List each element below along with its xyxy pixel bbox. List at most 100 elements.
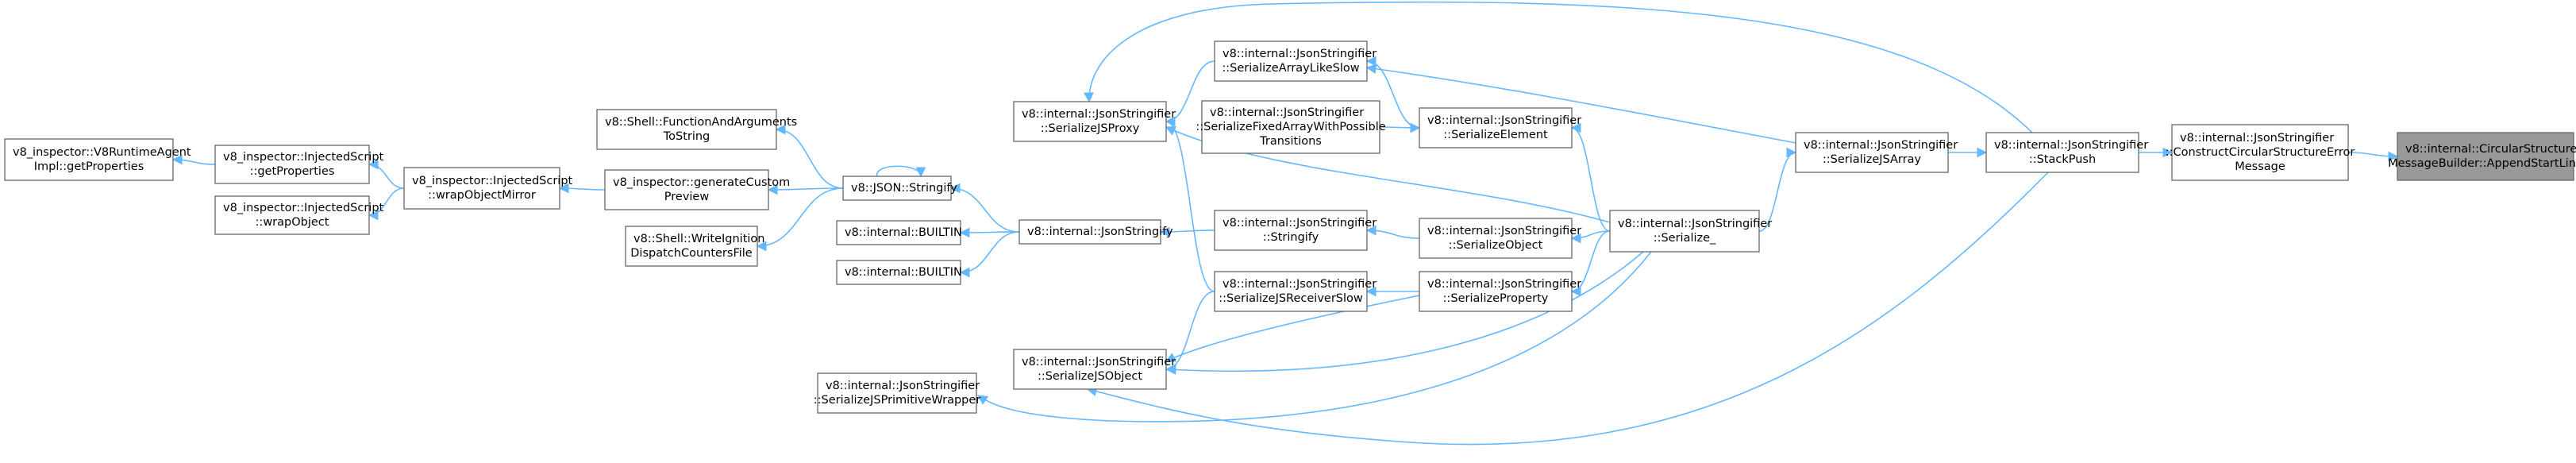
graph-node-serreceiver[interactable]: v8::internal::JsonStringifier::Serialize… [1214, 271, 1377, 312]
graph-node-serproperty[interactable]: v8::internal::JsonStringifier::Serialize… [1419, 271, 1581, 312]
edge-jsonstr-to-shellfunc [775, 124, 844, 189]
node-box [817, 372, 977, 414]
graph-node-builtin1[interactable]: v8::internal::BUILTIN [836, 220, 962, 245]
node-box [842, 176, 952, 201]
edge-gencustom-to-wrapmirror [558, 183, 606, 194]
graph-node-serelement[interactable]: v8::internal::JsonStringifier::Serialize… [1419, 107, 1581, 149]
node-label-line: v8_inspector::generateCustom [613, 176, 790, 189]
node-box [1985, 132, 2139, 173]
node-label-line: Message [2235, 160, 2285, 173]
node-box [1609, 210, 1760, 253]
graph-node-jsonstr[interactable]: v8::JSON::Stringify [842, 176, 957, 201]
node-label-line: ::SerializeJSArray [1823, 153, 1922, 166]
node-label-line: v8::internal::JsonStringifier [1022, 108, 1176, 121]
node-label-line: v8::Shell::WriteIgnition [633, 233, 764, 245]
edge-stringify-to-jsonstringify [1159, 226, 1215, 237]
graph-node-serjsarray[interactable]: v8::internal::JsonStringifier::Serialize… [1795, 132, 1958, 173]
edge-serialize-to-serjsarray [1758, 147, 1797, 232]
graph-node-serobject[interactable]: v8::internal::JsonStringifier::Serialize… [1419, 218, 1581, 259]
graph-node-builtin2[interactable]: v8::internal::BUILTIN [836, 260, 962, 285]
edge-serialize-to-serprimwrap [976, 251, 1652, 422]
node-label-line: v8::internal::JsonStringify [1027, 226, 1173, 238]
node-box [1013, 101, 1167, 142]
node-label-line: ::ConstructCircularStructureError [2166, 146, 2355, 159]
graph-node-serjsobject[interactable]: v8::internal::JsonStringifier::Serialize… [1013, 349, 1176, 390]
graph-node-serfixed[interactable]: v8::internal::JsonStringifier::Serialize… [1196, 100, 1386, 154]
node-label-line: v8::internal::JsonStringifier [1223, 217, 1377, 230]
graph-node-serprimwrap[interactable]: v8::internal::JsonStringifier::Serialize… [814, 372, 981, 414]
node-box [1013, 349, 1167, 390]
node-box [1419, 271, 1573, 312]
edge-stackpush-to-serjsobject [1086, 172, 2049, 446]
node-label-line: v8::internal::JsonStringifier [1427, 225, 1581, 237]
node-label-line: Preview [664, 191, 710, 203]
edge-serialize-to-serelement [1570, 122, 1611, 232]
node-label-line: ::SerializeJSReceiverSlow [1219, 292, 1363, 305]
node-box [1214, 41, 1368, 82]
node-box [214, 145, 370, 184]
edge-jsonstr-to-gencustom [767, 184, 844, 195]
node-label-line: ::SerializeObject [1449, 239, 1543, 252]
node-label-line: v8::internal::JsonStringifier [1223, 278, 1377, 291]
nodes-layer: v8::internal::CircularStructureMessageBu… [4, 41, 2576, 414]
node-label-line: v8::internal::JsonStringifier [1994, 139, 2148, 152]
node-label-line: v8::Shell::FunctionAndArguments [605, 116, 797, 129]
graph-node-wrapobject[interactable]: v8_inspector::InjectedScript::wrapObject [214, 195, 384, 235]
node-box [1201, 100, 1380, 154]
node-label-line: ::SerializeProperty [1443, 292, 1549, 305]
graph-node-writeign[interactable]: v8::Shell::WriteIgnitionDispatchCounters… [625, 226, 764, 267]
graph-node-construct[interactable]: v8::internal::JsonStringifier::Construct… [2166, 124, 2355, 181]
edge-jsonstr-to-jsonstr [876, 165, 926, 178]
node-label-line: DispatchCountersFile [630, 247, 753, 260]
node-label-line: v8_inspector::InjectedScript [223, 151, 384, 164]
node-box [1214, 271, 1368, 312]
node-label-line: v8::internal::JsonStringifier [2180, 132, 2334, 145]
node-box [625, 226, 758, 267]
graph-node-v8runtime[interactable]: v8_inspector::V8RuntimeAgentImpl::getPro… [4, 138, 191, 181]
node-box [1018, 219, 1161, 245]
node-label-line: ::getProperties [250, 165, 335, 178]
node-box [604, 169, 769, 210]
node-box [4, 138, 174, 181]
edge-stackpush-to-serproxy [1084, 1, 2033, 133]
graph-node-jsonstringify[interactable]: v8::internal::JsonStringify [1018, 219, 1173, 245]
node-label-line: ::SerializeFixedArrayWithPossible [1196, 121, 1385, 133]
edge-getprops-to-v8runtime [171, 154, 216, 165]
edge-jsonstringify-to-jsonstr [949, 183, 1020, 233]
graph-node-serarrayslow[interactable]: v8::internal::JsonStringifier::Serialize… [1214, 41, 1377, 82]
node-label-line: MessageBuilder::AppendStartLine [2388, 157, 2576, 170]
node-label-line: v8::internal::JsonStringifier [1210, 106, 1364, 119]
node-label-line: v8::internal::JsonStringifier [826, 380, 980, 392]
node-label-line: v8::internal::JsonStringifier [1804, 139, 1958, 152]
graph-node-getprops[interactable]: v8_inspector::InjectedScript::getPropert… [214, 145, 384, 184]
graph-node-append[interactable]: v8::internal::CircularStructureMessageBu… [2388, 132, 2576, 181]
graph-node-serialize[interactable]: v8::internal::JsonStringifier::Serialize… [1609, 210, 1772, 253]
node-label-line: v8::JSON::Stringify [851, 182, 957, 195]
node-box [214, 195, 370, 235]
graph-node-wrapmirror[interactable]: v8_inspector::InjectedScript::wrapObject… [403, 167, 573, 210]
node-box [1419, 107, 1573, 149]
node-label-line: ::SerializeElement [1443, 129, 1548, 141]
edge-jsonstringify-to-builtin2 [959, 231, 1020, 278]
node-box [403, 167, 560, 210]
graph-node-stringify[interactable]: v8::internal::JsonStringifier::Stringify [1214, 210, 1377, 251]
node-label-line: v8::internal::BUILTIN [845, 266, 962, 279]
edge-jsonstr-to-writeign [756, 187, 844, 252]
node-label-line: ::Serialize_ [1654, 232, 1716, 245]
edge-construct-to-append [2347, 151, 2399, 162]
node-label-line: ::wrapObject [256, 216, 329, 229]
edge-serfixed-to-serelement [1379, 122, 1421, 133]
node-label-line: ::wrapObjectMirror [428, 189, 536, 202]
node-label-line: ::SerializeJSProxy [1041, 122, 1140, 135]
node-box [1795, 132, 1949, 173]
node-box [836, 260, 961, 285]
node-box [596, 109, 777, 150]
graph-node-stackpush[interactable]: v8::internal::JsonStringifier::StackPush [1985, 132, 2148, 173]
node-label-line: v8::internal::CircularStructure [2405, 143, 2576, 156]
node-label-line: v8_inspector::InjectedScript [412, 175, 573, 187]
edge-serialize-to-serproperty [1570, 230, 1611, 297]
graph-node-serproxy[interactable]: v8::internal::JsonStringifier::Serialize… [1013, 101, 1176, 142]
